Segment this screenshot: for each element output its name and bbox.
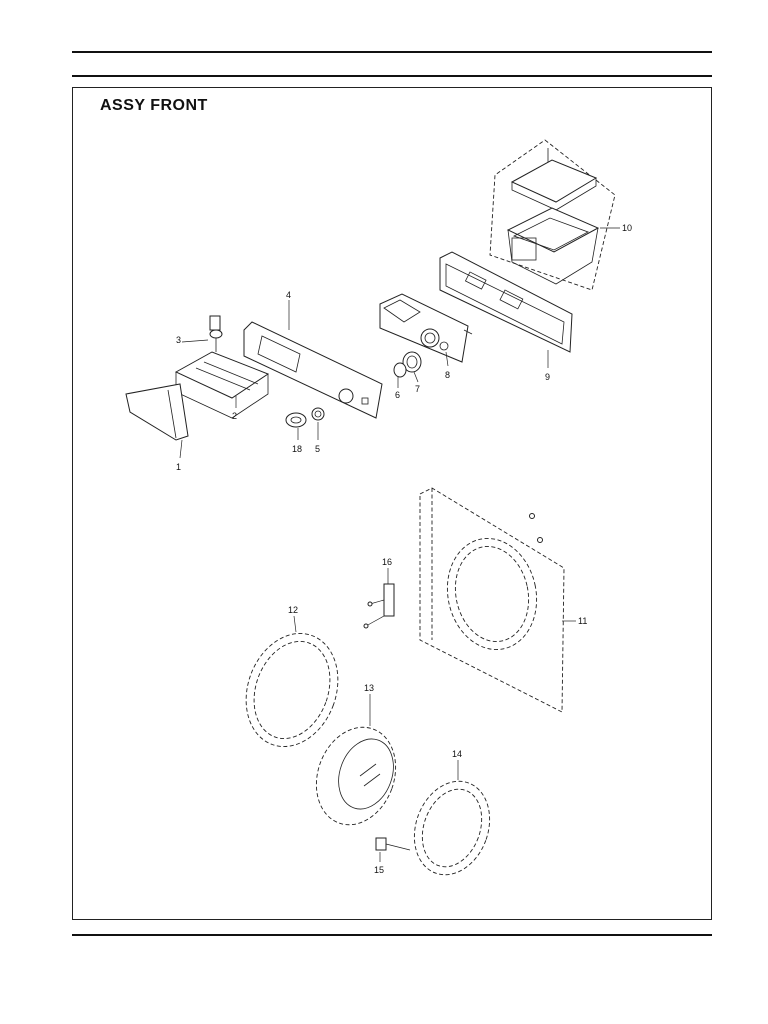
part-5-gear bbox=[311, 407, 325, 421]
callout-13: 13 bbox=[364, 683, 374, 693]
part-15-hinge bbox=[375, 837, 411, 851]
callout-12: 12 bbox=[288, 605, 298, 615]
callout-10: 10 bbox=[622, 223, 632, 233]
part-12-door-ring bbox=[245, 633, 339, 747]
part-16-door-lock bbox=[363, 583, 395, 629]
callout-9: 9 bbox=[545, 372, 550, 382]
part-11-front-cabinet bbox=[419, 487, 565, 713]
part-18-ring bbox=[285, 412, 307, 428]
callout-6: 6 bbox=[395, 390, 400, 400]
part-14-inner-door-ring bbox=[413, 780, 491, 876]
part-13-door-glass bbox=[315, 726, 397, 826]
callout-16: 16 bbox=[382, 557, 392, 567]
part-9-panel-frame bbox=[439, 251, 573, 353]
callout-labels: 1 2 3 4 5 6 7 8 9 10 11 12 13 14 15 16 1… bbox=[176, 223, 632, 875]
part-4-front-panel bbox=[243, 321, 383, 419]
callout-2: 2 bbox=[232, 411, 237, 421]
footer-rule bbox=[72, 934, 712, 936]
callout-5: 5 bbox=[315, 444, 320, 454]
callout-1: 1 bbox=[176, 462, 181, 472]
callout-11: 11 bbox=[578, 616, 587, 626]
part-10-detergent-drawer bbox=[489, 139, 616, 291]
callout-7: 7 bbox=[415, 384, 420, 394]
callout-4: 4 bbox=[286, 290, 291, 300]
part-3-connector bbox=[209, 315, 223, 352]
part-2-dispenser-housing bbox=[174, 351, 270, 419]
header-rule-bottom bbox=[72, 75, 712, 77]
callout-3: 3 bbox=[176, 335, 181, 345]
callout-18: 18 bbox=[292, 444, 302, 454]
callout-14: 14 bbox=[452, 749, 462, 759]
part-8-control-module bbox=[379, 293, 473, 363]
callout-15: 15 bbox=[374, 865, 384, 875]
diagram-frame bbox=[72, 87, 712, 920]
part-1-drawer-handle bbox=[125, 383, 189, 441]
leader-lines bbox=[179, 227, 620, 862]
callout-8: 8 bbox=[445, 370, 450, 380]
part-6-knob-cap bbox=[393, 362, 407, 378]
part-7-knob bbox=[402, 351, 422, 373]
header-rule-top bbox=[72, 51, 712, 53]
diagram-title: ASSY FRONT bbox=[100, 97, 208, 114]
